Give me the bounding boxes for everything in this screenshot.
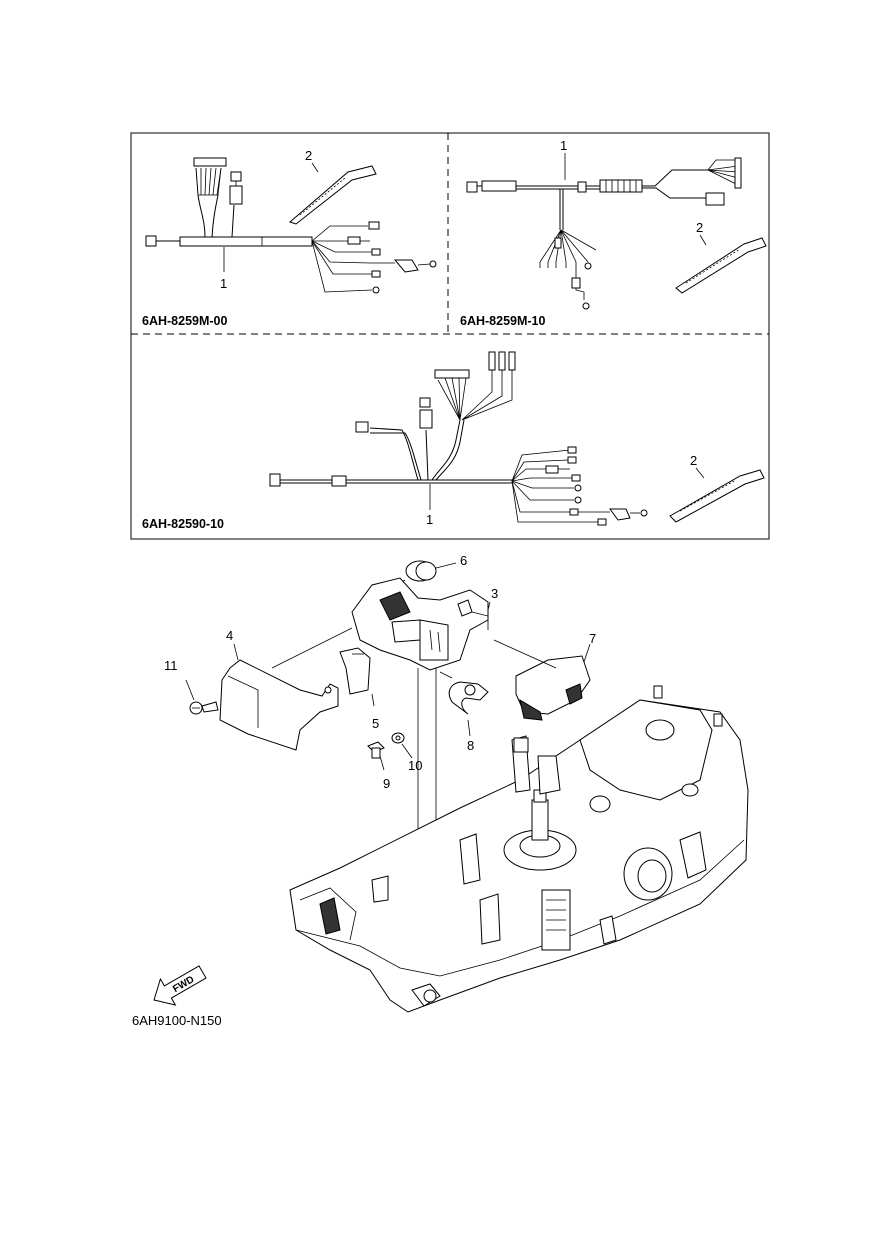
callout-8: 8 [467, 738, 474, 753]
callout-10: 10 [408, 758, 422, 773]
harness-drawing-top-left [145, 157, 437, 294]
callout-2-top-right: 2 [696, 220, 703, 235]
harness-frame [130, 132, 770, 540]
assembly-drawing [185, 560, 749, 1013]
callout-1-middle: 1 [426, 512, 433, 527]
fwd-arrow: FWD [153, 965, 207, 1006]
callout-2-middle: 2 [690, 453, 697, 468]
callout-5: 5 [372, 716, 379, 731]
callout-6: 6 [460, 553, 467, 568]
callout-7: 7 [589, 631, 596, 646]
figure-code: 6AH9100-N150 [132, 1013, 222, 1028]
callout-1-top-left: 1 [220, 276, 227, 291]
callout-2-top-left: 2 [305, 148, 312, 163]
callout-11: 11 [164, 658, 178, 673]
part-code-top-right: 6AH-8259M-10 [460, 314, 546, 328]
harness-drawing-middle [269, 351, 765, 526]
part-code-middle: 6AH-82590-10 [142, 517, 224, 531]
callout-3: 3 [491, 586, 498, 601]
fwd-arrow-label: FWD [171, 974, 196, 995]
callout-4: 4 [226, 628, 233, 643]
callout-9: 9 [383, 776, 390, 791]
part-code-top-left: 6AH-8259M-00 [142, 314, 228, 328]
harness-drawing-top-right [466, 153, 767, 310]
callout-1-top-right: 1 [560, 138, 567, 153]
